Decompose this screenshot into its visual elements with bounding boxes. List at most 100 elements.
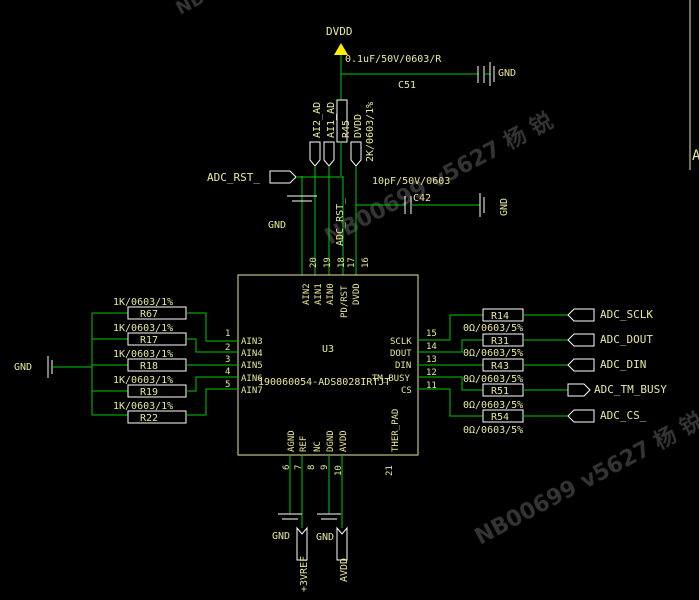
pin-name-dgnd: DGND [326,430,336,452]
pin-name-ain4: AIN4 [241,349,263,359]
pin-name-ther-pad: THER_PAD [391,409,401,452]
port-ai1-ad [323,141,335,167]
r54-value: 0Ω/0603/5% [463,425,523,436]
u3-ref: U3 [322,344,334,355]
pin-num-13: 13 [426,355,437,365]
pin-name-dvdd: DVDD [352,283,362,305]
net-3vref: +3VREF [299,556,310,592]
pin-name-pd-rst: PD/RST [340,285,350,318]
r17-ref: R17 [140,335,158,346]
port-adc-tm-busy [567,383,591,397]
pin-num-11: 11 [426,381,437,391]
right-pins: 15 14 13 12 11 SCLK DOUT DIN TM_BUSY CS [372,329,437,396]
pin-num-1: 1 [225,329,230,339]
net-ai2-ad: AI2_AD [312,102,323,138]
r45-resistor [336,99,348,143]
port-avdd [336,526,348,561]
gnd-bottom-right-label: GND [316,532,334,543]
power-arrow-icon [334,43,348,55]
port-dvdd [350,141,362,167]
gnd-bottom-left-label: GND [272,531,290,542]
u3-part-number: 190060054-ADS8028IRTJT [258,377,390,388]
pin-num-2: 2 [225,343,230,353]
pin-name-din: DIN [395,361,411,371]
pin-name-tm-busy: TM_BUSY [372,374,411,384]
net-ai1-ad: AI1_AD [326,102,337,138]
pin-num-3: 3 [225,355,230,365]
port-ai2-ad [309,141,321,167]
port-adc-rst [269,170,297,184]
c51-ref: C51 [398,80,416,91]
r22-value: 1K/0603/1% [113,401,173,412]
pin-name-cs: CS [401,386,412,396]
port-3vref [296,526,308,561]
pin-name-ain3: AIN3 [241,337,263,347]
pin-name-ain7: AIN7 [241,386,263,396]
r22-ref: R22 [140,413,158,424]
adc-rst-label: ADC_RST_ [207,171,260,184]
net-dvdd: DVDD [353,114,364,138]
bottom-pins: AGND REF NC DGND AVDD THER_PAD 6 7 8 9 1… [282,409,401,476]
r22-resistor [127,410,187,424]
r31-ref: R31 [491,336,509,347]
pin-num-8: 8 [307,465,317,470]
top-pins: 20 19 18 17 16 AIN2 AIN1 AIN0 PD/RST DVD… [302,257,371,318]
c51-gnd-label: GND [498,68,516,79]
pin-num-5: 5 [225,380,230,390]
net-adc-dout: ADC_DOUT [600,333,653,346]
pin-num-18: 18 [337,257,347,268]
c42-ref: C42 [413,193,431,204]
pin-name-avdd: AVDD [339,430,349,452]
pin-name-sclk: SCLK [390,337,412,347]
left-gnd-label: GND [14,362,32,373]
watermark-top: NB00699 v5627 杨 锐 [172,0,366,19]
c42-value: 10pF/50V/0603 [372,176,450,187]
port-adc-dout [567,333,595,347]
right-resistor-group: R14 0Ω/0603/5% ADC_SCLK R31 0Ω/0603/5% A… [418,308,667,436]
pin-num-7: 7 [294,465,304,470]
sheet-edge-letter: A [692,148,699,164]
pin-num-9: 9 [320,465,330,470]
pin-name-ain2: AIN2 [302,283,312,305]
pin-num-6: 6 [282,465,292,470]
left-pins: 1 2 3 4 5 AIN3 AIN4 AIN5 AIN6 AIN7 [225,329,263,396]
r67-ref: R67 [140,309,158,320]
r45-value: 2K/0603/1% [365,102,376,162]
c42-gnd-label: GND [499,198,510,216]
pin-name-ain0: AIN0 [326,283,336,305]
r43-value: 0Ω/0603/5% [463,374,523,385]
pin-name-ain1: AIN1 [314,283,324,305]
c51-value: 0.1uF/50V/0603/R [345,54,442,65]
r14-value: 0Ω/0603/5% [463,323,523,334]
r19-value: 1K/0603/1% [113,375,173,386]
r19-ref: R19 [140,387,158,398]
port-adc-cs [567,409,595,423]
r67-value: 1K/0603/1% [113,297,173,308]
pin-name-agnd: AGND [287,430,297,452]
r51-value: 0Ω/0603/5% [463,400,523,411]
r54-ref: R54 [491,412,509,423]
pin-num-17: 17 [347,257,357,268]
dvdd-top-label: DVDD [326,25,353,38]
port-adc-din [567,358,595,372]
r14-ref: R14 [491,311,509,322]
left-resistor-group: 1K/0603/1% R67 1K/0603/1% R17 1K/0603/1%… [92,297,238,424]
net-adc-cs: ADC_CS_ [600,409,647,422]
port-adc-sclk [567,308,595,322]
r51-ref: R51 [491,386,509,397]
pin-num-20: 20 [309,257,319,268]
pin-name-ain6: AIN6 [241,374,263,384]
pin-num-15: 15 [426,329,437,339]
pin-num-10: 10 [334,465,344,476]
pin-num-16: 16 [361,257,371,268]
pin-num-14: 14 [426,342,437,352]
r18-value: 1K/0603/1% [113,349,173,360]
pin-num-12: 12 [426,368,437,378]
net-avdd: AVDD [339,558,350,582]
r18-ref: R18 [140,361,158,372]
pin-name-nc: NC [313,441,323,452]
r31-value: 0Ω/0603/5% [463,348,523,359]
pin-name-dout: DOUT [390,349,412,359]
net-adc-din: ADC_DIN [600,358,646,371]
